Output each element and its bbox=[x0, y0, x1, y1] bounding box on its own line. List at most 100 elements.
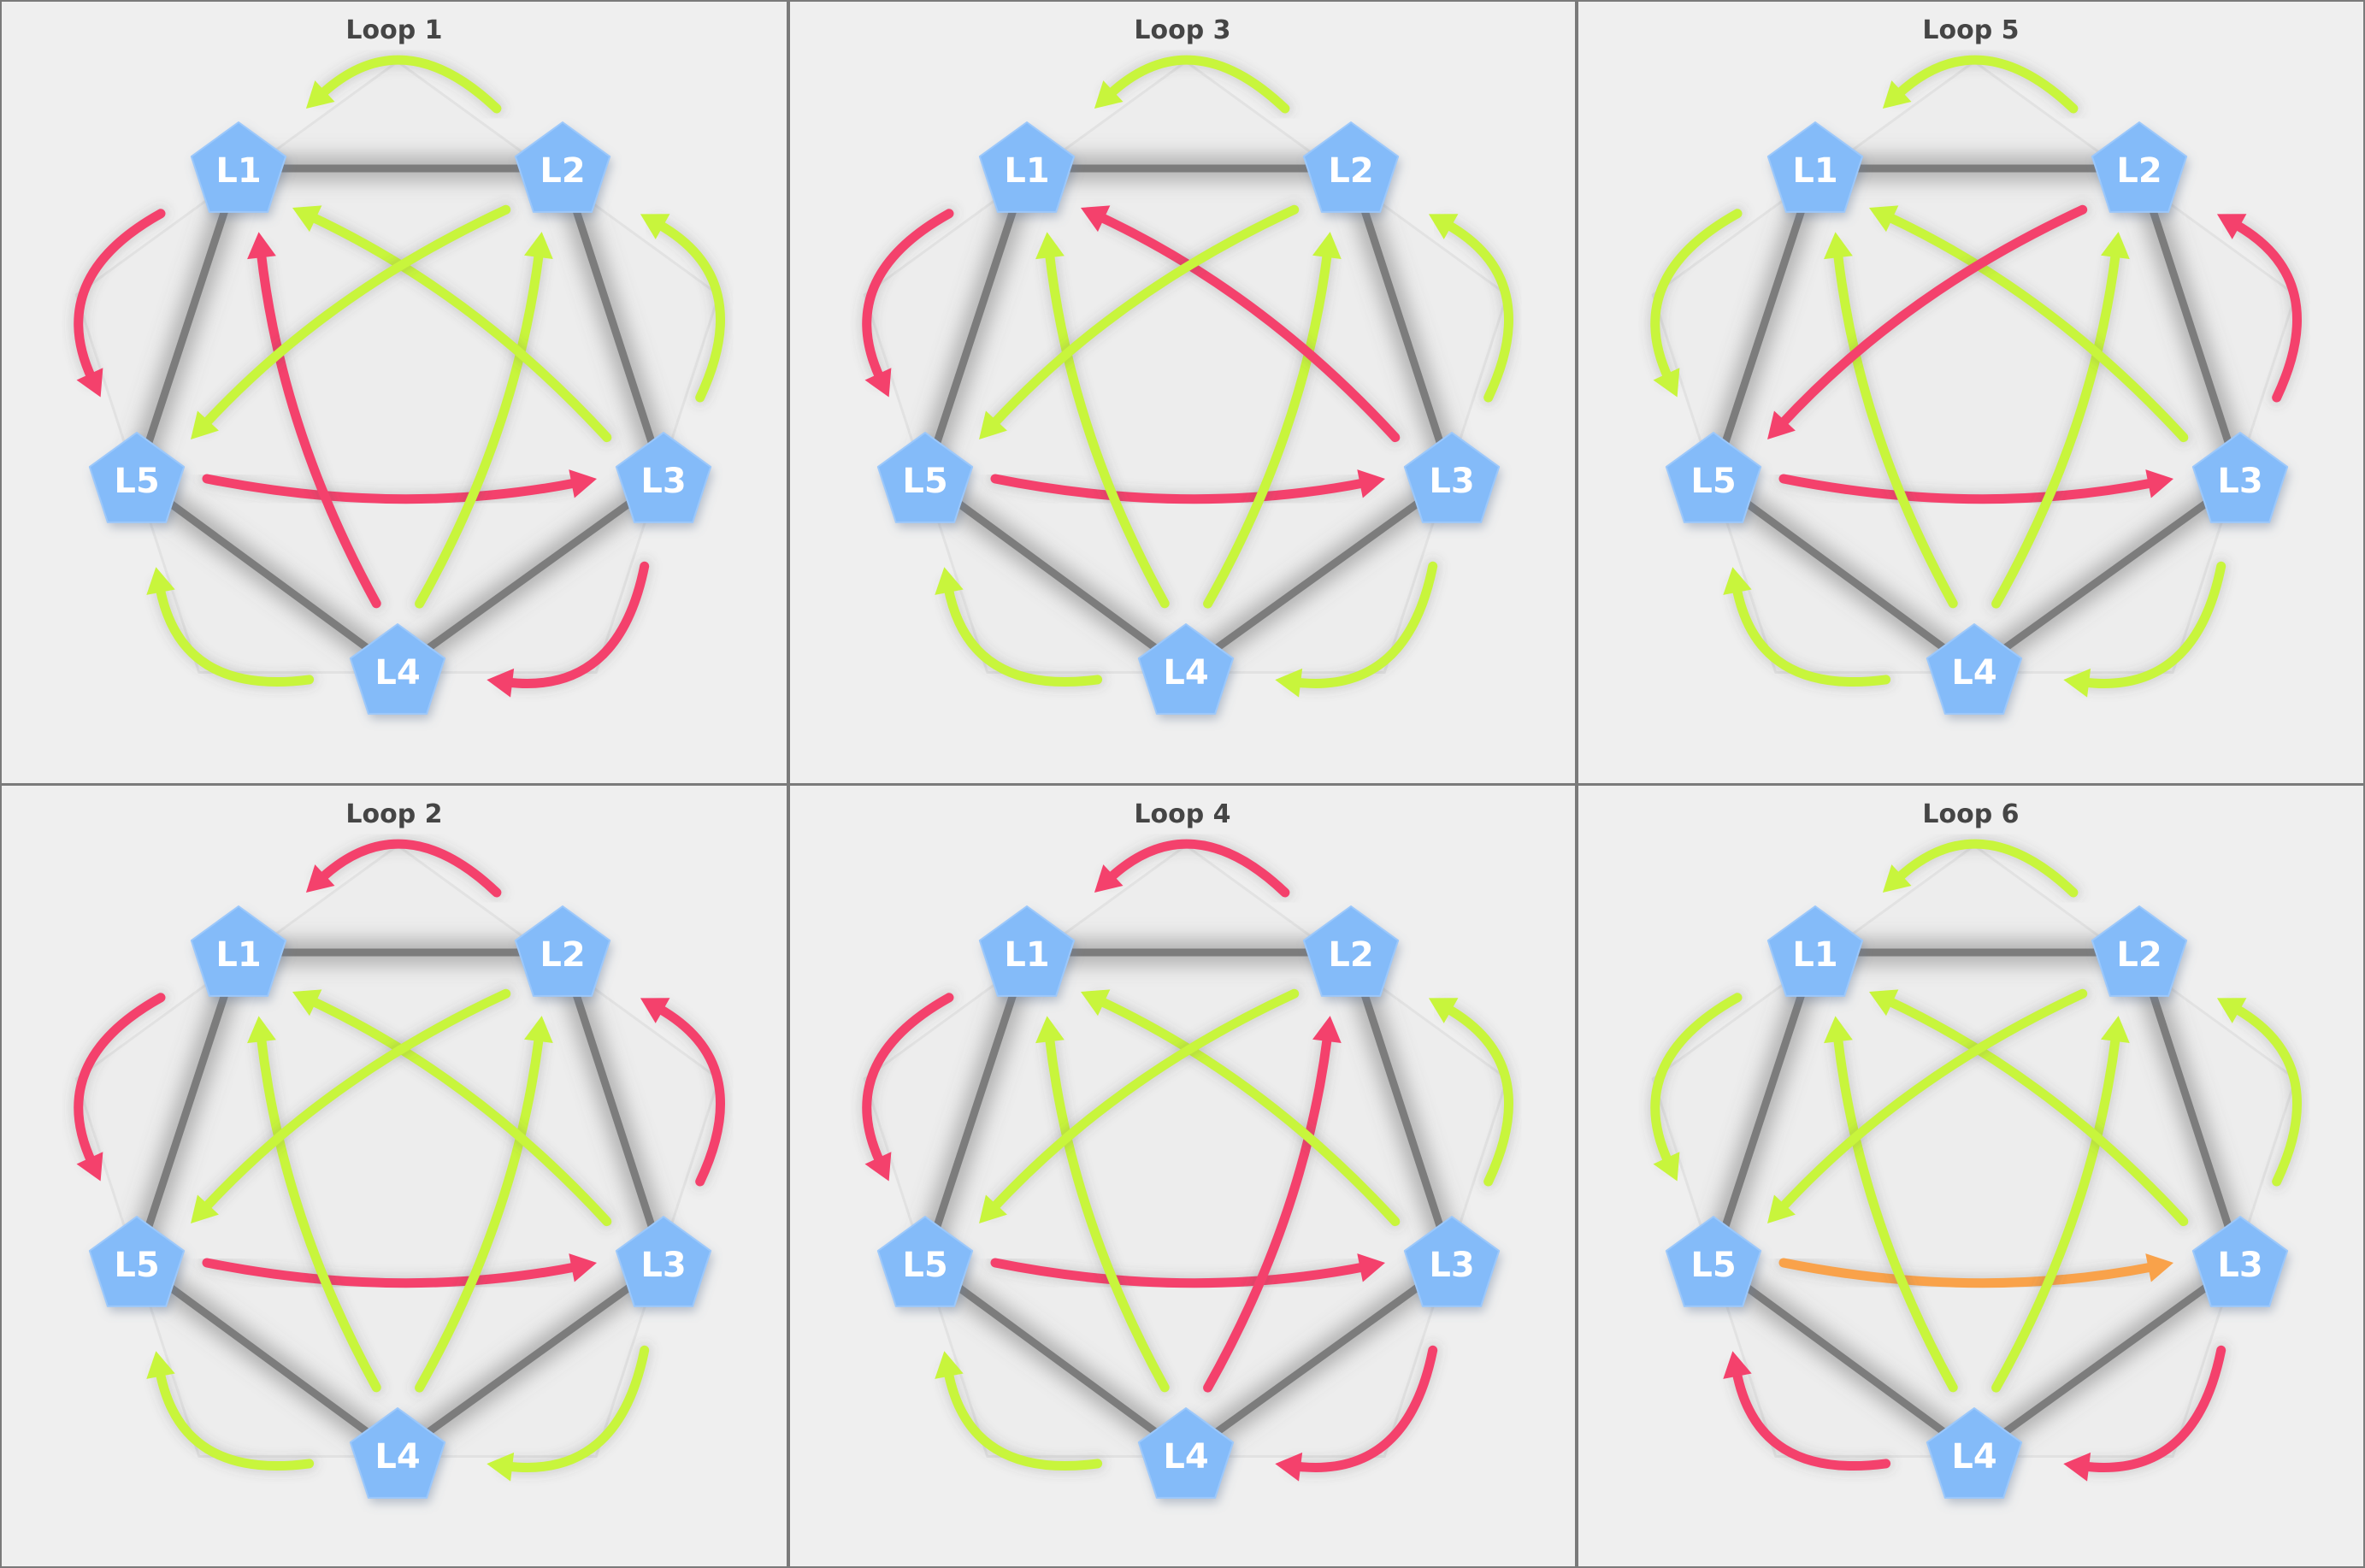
edge-arrow-l4-to-l5-head bbox=[146, 567, 175, 595]
node-l1: L1 bbox=[190, 121, 289, 217]
edge-arrow-l2-to-l5-head bbox=[191, 410, 219, 440]
node-label: L4 bbox=[1951, 653, 1996, 693]
edge-arrow-l2-to-l1-head bbox=[305, 864, 335, 893]
edge-arrow-l2-to-l1 bbox=[1105, 55, 1290, 114]
edge-arrow-l5-to-l3 bbox=[990, 1258, 1370, 1288]
edge-arrow-l4-to-l2 bbox=[1203, 247, 1333, 609]
edge-arrow-l3-to-l2 bbox=[2230, 1003, 2302, 1187]
node-l3: L3 bbox=[615, 432, 714, 528]
node-l2: L2 bbox=[2091, 905, 2190, 1001]
node-l4: L4 bbox=[1137, 623, 1236, 719]
edges bbox=[1647, 52, 2305, 698]
edge-arrow-l5-to-l3-head bbox=[569, 1253, 597, 1282]
edge-arrow-l2-to-l5 bbox=[1776, 988, 2088, 1213]
edge-arrow-l1-to-l5-head bbox=[76, 1152, 103, 1182]
node-label: L5 bbox=[114, 462, 159, 501]
edge-arrow-l4-to-l1-head bbox=[1035, 232, 1065, 260]
node-shape bbox=[514, 121, 611, 213]
edge-arrow-l3-to-l2 bbox=[1442, 219, 1513, 403]
edge-arrow-l2-to-l1 bbox=[1893, 55, 2079, 114]
node-l4: L4 bbox=[1926, 623, 2025, 719]
node-l2: L2 bbox=[1302, 121, 1401, 217]
edge-arrow-l2-to-l5-head bbox=[1767, 1194, 1796, 1224]
node-l3: L3 bbox=[1403, 432, 1502, 528]
node-shape bbox=[1926, 1407, 2023, 1499]
edge-arrow-l3-to-l1 bbox=[306, 995, 612, 1227]
edge-arrow-l2-to-l1 bbox=[1893, 839, 2079, 898]
edge-arrow-l2-to-l1-head bbox=[1882, 80, 1912, 109]
edges bbox=[858, 52, 1517, 698]
edge-arrow-l5-to-l3 bbox=[202, 474, 581, 504]
edges bbox=[1647, 836, 2305, 1482]
node-l5: L5 bbox=[876, 432, 976, 528]
node-l2: L2 bbox=[1302, 905, 1401, 1001]
node-l2: L2 bbox=[514, 121, 613, 217]
edge-arrow-l4-to-l5 bbox=[1731, 1366, 1891, 1471]
node-shape bbox=[349, 623, 446, 715]
edge-arrow-l1-to-l5-head bbox=[1653, 1152, 1680, 1182]
node-l2: L2 bbox=[2091, 121, 2190, 217]
edge-arrow-l3-to-l1-head bbox=[292, 205, 322, 233]
edge-arrow-l5-to-l3 bbox=[990, 474, 1370, 504]
panel-title: Loop 6 bbox=[1922, 799, 2020, 829]
node-shape bbox=[876, 432, 974, 523]
edge-arrow-l3-to-l2 bbox=[653, 1003, 725, 1187]
panel-title: Loop 3 bbox=[1134, 15, 1231, 45]
node-shape bbox=[978, 905, 1076, 997]
edge-arrow-l3-to-l4-head bbox=[487, 1452, 515, 1482]
node-label: L3 bbox=[1429, 1246, 1474, 1285]
edge-arrow-l5-to-l3 bbox=[1778, 474, 2158, 504]
edge-arrow-l1-to-l5 bbox=[862, 209, 954, 384]
node-shape bbox=[978, 121, 1076, 213]
edge-arrow-l1-to-l5 bbox=[74, 209, 166, 384]
edge-arrow-l3-to-l4-head bbox=[1275, 1452, 1303, 1482]
edge-arrow-l2-to-l5 bbox=[988, 988, 1300, 1213]
edge-arrow-l2-to-l5-head bbox=[191, 1194, 219, 1224]
node-label: L4 bbox=[375, 653, 420, 693]
edge-arrow-l1-to-l5-head bbox=[1653, 368, 1680, 398]
edge-arrow-l3-to-l2 bbox=[653, 219, 725, 403]
edge-arrow-l3-to-l2-head bbox=[1428, 998, 1459, 1023]
edge-arrow-l2-to-l1-head bbox=[305, 80, 335, 109]
edge-arrow-l2-to-l1-head bbox=[1094, 864, 1124, 893]
edge-arrow-l4-to-l2 bbox=[415, 247, 545, 609]
edge-arrow-l2-to-l5-head bbox=[979, 1194, 1007, 1224]
node-label: L4 bbox=[1951, 1437, 1996, 1477]
edge-arrow-l3-to-l1-head bbox=[1080, 989, 1111, 1017]
edge-arrow-l1-to-l5 bbox=[1650, 209, 1743, 384]
node-label: L3 bbox=[640, 1246, 686, 1285]
edge-arrow-l4-to-l1-head bbox=[1824, 1016, 1853, 1044]
edge-arrow-l3-to-l1 bbox=[1094, 211, 1401, 443]
edge-arrow-l1-to-l5 bbox=[74, 993, 166, 1168]
edge-arrow-l5-to-l3-head bbox=[2145, 469, 2173, 498]
edge-arrow-l1-to-l5 bbox=[1650, 993, 1743, 1168]
node-label: L3 bbox=[2217, 462, 2262, 501]
pentagon-outline bbox=[1709, 164, 2244, 675]
edge-arrow-l4-to-l5 bbox=[943, 582, 1103, 687]
edge-arrow-l3-to-l2-head bbox=[640, 214, 670, 239]
node-l1: L1 bbox=[978, 905, 1077, 1001]
pentagon-outline bbox=[921, 948, 1456, 1459]
edge-arrow-l4-to-l2-head bbox=[2101, 232, 2130, 259]
node-label: L1 bbox=[1792, 151, 1837, 191]
edge-arrow-l4-to-l2 bbox=[1991, 1031, 2121, 1393]
edge-arrow-l2-to-l1-head bbox=[1882, 864, 1912, 893]
edge-arrow-l3-to-l1 bbox=[1883, 995, 2189, 1227]
node-l5: L5 bbox=[88, 1216, 187, 1312]
edge-arrow-l2-to-l1-head bbox=[1094, 80, 1124, 109]
edge-arrow-l4-to-l1 bbox=[1044, 247, 1170, 609]
edge-arrow-l2-to-l1 bbox=[316, 55, 502, 114]
edge-arrow-l3-to-l2 bbox=[1442, 1003, 1513, 1187]
node-label: L1 bbox=[1792, 935, 1837, 975]
panel-title: Loop 1 bbox=[345, 15, 443, 45]
node-label: L2 bbox=[2116, 935, 2162, 975]
edge-arrow-l4-to-l2-head bbox=[1312, 1016, 1342, 1043]
node-label: L5 bbox=[1690, 462, 1736, 501]
node-shape bbox=[2191, 432, 2289, 523]
node-l1: L1 bbox=[1766, 905, 1866, 1001]
